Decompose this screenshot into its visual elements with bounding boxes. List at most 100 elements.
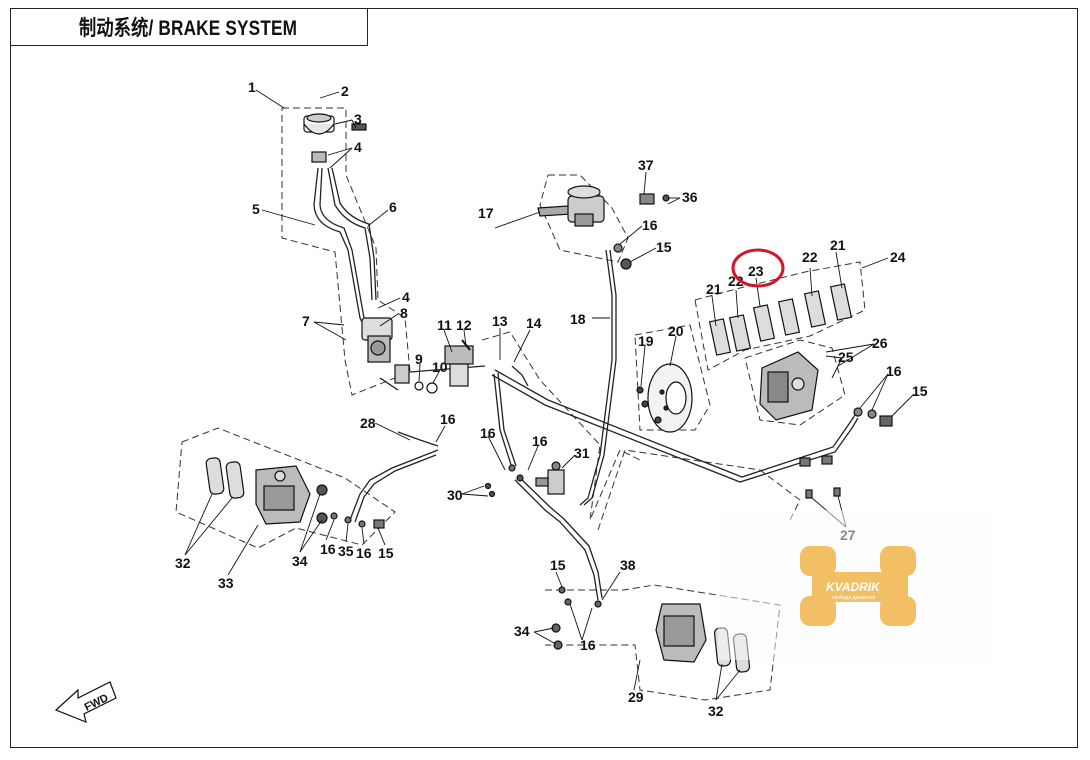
washer-10 xyxy=(426,382,438,394)
bolts-19 xyxy=(636,386,662,424)
callout-8: 8 xyxy=(400,305,408,321)
bolts-30 xyxy=(484,474,524,498)
pedal-bracket-11 xyxy=(444,339,474,387)
leader-lines xyxy=(184,89,915,701)
brake-lines xyxy=(313,167,859,601)
main-rear-line xyxy=(491,374,859,483)
callout-4-top: 4 xyxy=(354,139,362,155)
callout-16-left-upper: 16 xyxy=(440,411,456,427)
outline-lower-line-group xyxy=(597,449,801,531)
callout-16-upper: 16 xyxy=(642,217,658,233)
hose-18 xyxy=(579,249,613,506)
outline-right-caliper-group xyxy=(545,584,781,701)
callout-21-right: 21 xyxy=(830,237,846,253)
clamp-36-37 xyxy=(639,193,670,205)
callout-31: 31 xyxy=(574,445,590,461)
front-right-fittings xyxy=(551,586,602,650)
callout-17: 17 xyxy=(478,205,494,221)
hose-5 xyxy=(313,167,365,327)
callout-34-right: 34 xyxy=(514,623,530,639)
title-box: 制动系统/ BRAKE SYSTEM xyxy=(10,8,368,46)
kvadrik-watermark-logo: KVADRIK свобода движения xyxy=(718,510,990,660)
callout-4-mid: 4 xyxy=(402,289,410,305)
fwd-arrow-icon: FWD xyxy=(54,681,117,723)
rear-fittings-16-15 xyxy=(853,407,893,427)
highlight-circle-23 xyxy=(731,248,785,288)
outline-rear-pad-group xyxy=(694,261,866,371)
callout-11: 11 xyxy=(437,317,452,333)
washer-9 xyxy=(414,381,424,391)
callout-32-right: 32 xyxy=(708,703,724,719)
callout-26: 26 xyxy=(872,335,888,351)
callout-10: 10 xyxy=(432,359,448,375)
callout-35: 35 xyxy=(338,543,354,559)
outline-disc-group xyxy=(634,324,711,431)
callout-25: 25 xyxy=(838,349,854,365)
callout-24: 24 xyxy=(890,249,906,265)
line-28 xyxy=(397,431,439,447)
outline-rear-caliper-group xyxy=(744,339,846,426)
diagram-title: 制动系统/ BRAKE SYSTEM xyxy=(79,16,298,40)
front-left-caliper xyxy=(255,465,311,525)
fitting-16-mid xyxy=(508,464,516,472)
callout-15-upper: 15 xyxy=(656,239,672,255)
callout-28: 28 xyxy=(360,415,376,431)
callout-37: 37 xyxy=(638,157,654,173)
banjo-16-upper xyxy=(613,243,623,253)
callout-16-left-lower-b: 16 xyxy=(356,545,372,561)
callout-7: 7 xyxy=(302,313,310,329)
callout-21-left: 21 xyxy=(706,281,722,297)
callout-12: 12 xyxy=(456,317,472,333)
callout-22-right: 22 xyxy=(802,249,818,265)
callout-38: 38 xyxy=(620,557,636,573)
callout-3: 3 xyxy=(354,111,362,127)
callout-16-mid-a: 16 xyxy=(480,425,496,441)
front-left-fittings xyxy=(330,512,385,529)
watermark-brand: KVADRIK xyxy=(826,580,881,594)
reservoir-1 xyxy=(303,113,367,163)
hose-18b xyxy=(583,249,617,506)
callout-15-lower: 15 xyxy=(550,557,566,573)
callout-32-left: 32 xyxy=(175,555,191,571)
callout-9: 9 xyxy=(415,351,423,367)
callout-18: 18 xyxy=(570,311,586,327)
callout-15-right: 15 xyxy=(912,383,928,399)
outline-left-caliper-group xyxy=(175,427,396,549)
callout-15-left: 15 xyxy=(378,545,394,561)
callout-13: 13 xyxy=(492,313,508,329)
callout-1: 1 xyxy=(248,79,256,95)
callout-16-lower: 16 xyxy=(580,637,596,653)
outline-master-lever-group xyxy=(539,174,629,263)
components xyxy=(205,113,893,673)
callout-2: 2 xyxy=(341,83,349,99)
callout-29: 29 xyxy=(628,689,644,705)
group-outlines xyxy=(175,107,866,701)
callout-19: 19 xyxy=(638,333,654,349)
callout-34-left: 34 xyxy=(292,553,308,569)
callout-16-right: 16 xyxy=(886,363,902,379)
line-front-left xyxy=(349,449,439,521)
callout-14: 14 xyxy=(526,315,542,331)
callout-20: 20 xyxy=(668,323,684,339)
outline-reservoir-group xyxy=(281,107,411,396)
watermark-tagline: свобода движения xyxy=(832,595,876,601)
callout-5: 5 xyxy=(252,201,260,217)
callout-6: 6 xyxy=(389,199,397,215)
front-left-bolts-34 xyxy=(316,484,328,524)
front-left-pads-32 xyxy=(205,457,245,499)
callout-33: 33 xyxy=(218,575,234,591)
line-front-right-b xyxy=(518,476,603,599)
master-cylinder-8 xyxy=(361,317,410,391)
rear-pads xyxy=(708,283,853,356)
rear-caliper xyxy=(759,351,819,421)
front-right-caliper xyxy=(655,603,707,663)
callout-22-left: 22 xyxy=(728,273,744,289)
hose-6 xyxy=(327,167,373,301)
line-front-right xyxy=(514,479,599,601)
callout-16-left-lower: 16 xyxy=(320,541,336,557)
bolt-15-upper xyxy=(620,258,632,270)
callout-30: 30 xyxy=(447,487,463,503)
main-rear-line-2 xyxy=(494,369,856,478)
